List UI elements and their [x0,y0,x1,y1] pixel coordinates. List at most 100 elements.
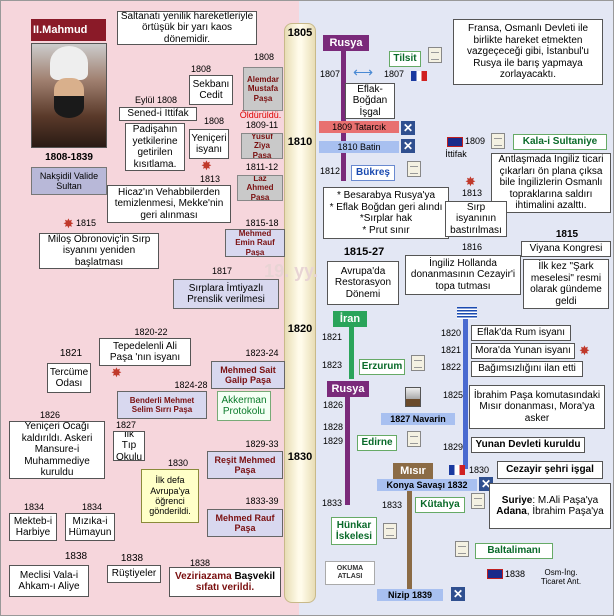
osm-ing: Osm-İng. Ticaret Ant. [540,567,582,586]
year-label: 1807 [383,68,405,79]
akkerman: Akkerman Protokolu [217,391,271,421]
ship-icon [405,387,421,407]
year-label: 1825 [442,389,464,400]
sekban-cedit: Sekbanı Cedit [189,75,233,105]
year-label: 1821 [59,348,83,360]
year-label: 1813 [199,173,221,184]
hunkar-iskelesi: Hünkar İskelesi [331,517,377,545]
document-icon [407,161,421,177]
bagimsizlik: Bağımsızlığını ilan etti [471,361,583,377]
year-label: 1823 [321,359,343,370]
emin-rauf: Mehmed Emin Rauf Paşa [225,229,285,257]
laz-ahmed: Laz Ahmed Paşa [237,175,283,201]
year-1830: 1830 [287,451,313,463]
edirne: Edirne [357,435,397,451]
year-1810: 1810 [287,136,313,148]
ingiliz-hollanda: İngiliz Hollanda donanmasının Cezayir'i … [405,255,521,295]
sirplar: Sırplara İmtiyazlı Prenslik verilmesi [173,279,279,309]
reign-note: Saltanatı yenilik hareketleriyle örtüşük… [117,11,257,45]
year-label: 1838 [64,551,88,563]
tatarcik: 1809 Tatarcık [319,121,399,133]
year-label: 1830 [167,457,189,468]
sened-title: Sened-i İttifak [119,107,197,121]
battle-icon: ✕ [451,587,465,601]
egypt-bar [407,479,412,597]
year-label: 1833 [321,497,343,508]
yeniceri-ocagi: Yeniçeri Ocağı kaldırıldı. Askeri Mansur… [9,421,105,479]
veziriazam: Veziriazama Başvekil sıfatı verildi. [169,567,281,597]
year-label: 1807 [319,68,341,79]
sark-meselesi: İlk kez "Şark meselesi" resmi olarak gün… [523,259,609,309]
mehmed-rauf: Mehmed Rauf Paşa [207,509,283,537]
explosion-icon: ✸ [111,365,122,380]
document-icon [455,541,469,557]
viyana-kongresi: Viyana Kongresi [521,241,611,257]
year-label: 1820 [440,327,462,338]
england-flag-icon [447,137,463,147]
document-icon [407,431,421,447]
battle-icon: ✕ [401,121,415,135]
bukres-text: * Besarabya Rusya'ya * Eflak Boğdan geri… [323,187,449,239]
mizika: Mızıka-i Hümayun [65,513,115,541]
year-label: 1829-33 [245,438,279,449]
year-label: 1815-27 [343,245,385,258]
year-label: 1826 [322,399,344,410]
year-label: 1817 [211,265,233,276]
kutahya: Kütahya [415,497,465,513]
tercume-odasi: Tercüme Odası [47,363,91,393]
sirp-isyani: Sırp isyanının bastırılması [445,201,507,237]
ittifak-label: İttifak [445,148,467,159]
tepedelenli: Tepedelenli Ali Paşa 'nın isyanı [99,338,191,366]
sait-galip: Mehmed Sait Galip Paşa [211,361,285,389]
year-label: 1821 [440,344,462,355]
konya: Konya Savaşı 1832 [377,479,477,491]
document-icon [491,133,505,149]
year-label: 1822 [440,361,462,372]
suriye-note: Suriye: M.Ali Paşa'ya Adana, İbrahim Paş… [489,483,611,529]
rusdiyeler: Rüştiyeler [107,565,161,583]
rusya-header: Rusya [323,35,369,51]
year-label: 1833 [381,499,403,510]
year-label: 1821 [321,331,343,342]
watermark: 19. yy. [264,260,318,281]
year-label: 1828 [322,421,344,432]
kala-sultaniye: Kala-i Sultaniye [513,134,607,150]
sultan-reign: 1808-1839 [45,152,93,164]
year-label: 1834 [23,501,45,512]
year-label: 1811-12 [245,161,279,172]
year-label: 1808 [203,115,225,126]
greece-flag-icon [457,307,477,319]
erzurum: Erzurum [359,359,405,375]
eflak-bogdan: Eflak-Boğdan İşgal [345,83,395,119]
ibrahim-pasa: İbrahim Paşa komutasındaki Mısır donanma… [469,385,605,429]
alemdar-mustafa: Alemdar Mustafa Paşa [243,67,283,111]
england-flag-icon [487,569,503,579]
mora-isyani: Mora'da Yunan isyanı [471,343,575,359]
russia2-bar [345,397,350,505]
resit-mehmed: Reşit Mehmed Paşa [207,451,283,479]
sultan-mother: Nakşidil Valide Sultan [31,167,107,195]
year-label: 1826 [39,409,61,420]
year-label: 1830 [468,464,490,475]
year-label: 1829 [442,441,464,452]
fransa-note: Fransa, Osmanlı Devleti ile birlikte har… [453,19,603,85]
year-label: 1808 [190,63,212,74]
meclis-vala: Meclisi Vala-i Ahkam-ı Aliye [9,565,89,597]
sultan-portrait [31,43,107,148]
year-label: 1833-39 [245,495,279,506]
bukres: Bükreş [351,165,395,181]
year-label: 1834 [81,501,103,512]
yeniceri-isyani: Yeniçeri isyanı [189,129,229,159]
eflak-rum: Eflak'da Rum isyanı [471,325,571,341]
tilsit: Tilsit [389,51,421,67]
avrupa: Avrupa'da Restorasyon Dönemi [327,261,399,305]
sened-text: Padişahın yetkilerine getirilen kısıtlam… [125,123,185,171]
explosion-icon: ✸ [579,343,590,358]
year-label: 1827 [115,419,137,430]
document-icon [471,493,485,509]
year-label: 1809-11 [245,119,279,130]
year-label: 1812 [319,165,341,176]
benderli: Benderli Mehmet Selim Sırrı Paşa [117,391,207,419]
year-label: 1816 [461,241,483,252]
